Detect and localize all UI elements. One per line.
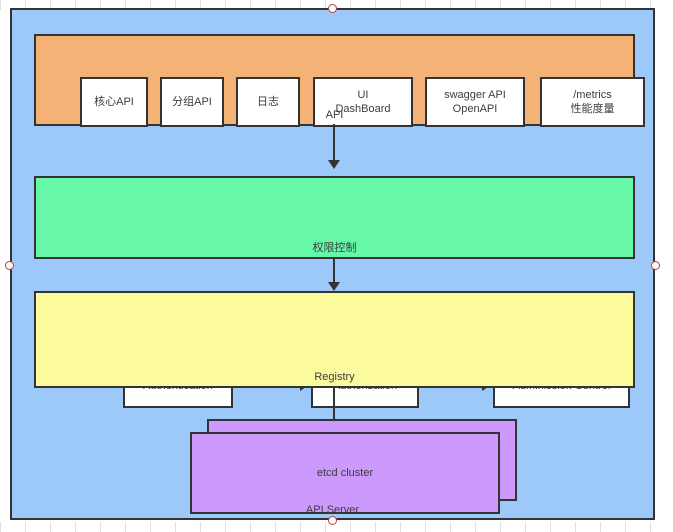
layer-registry-label: Registry [314,371,355,383]
layer-authorization[interactable]: Authentication Authorization Adminission… [34,176,635,408]
ruler-bottom [0,522,673,532]
connector-auth-to-registry-arrow [328,282,340,291]
selection-handle-top[interactable] [328,4,337,13]
api-node-group-api[interactable]: 分组API [160,77,224,127]
selection-handle-right[interactable] [651,261,660,270]
api-server-container[interactable]: 核心API 分组API 日志 UI DashBoard swagger API … [10,8,655,520]
api-server-label: API Server [305,504,360,516]
layer-api-label: API [325,109,344,121]
selection-handle-bottom[interactable] [328,516,337,525]
api-node-metrics[interactable]: /metrics 性能度量 [540,77,645,127]
layer-api[interactable]: 核心API 分组API 日志 UI DashBoard swagger API … [34,34,645,127]
etcd-cluster-front-layer[interactable]: etcd cluster [190,432,500,514]
connector-api-to-auth-line [333,124,335,164]
api-node-swagger-openapi[interactable]: swagger API OpenAPI [425,77,525,127]
api-node-ui-dashboard[interactable]: UI DashBoard [313,77,413,127]
connector-auth-to-registry-line [333,257,335,289]
connector-registry-to-etcd-line [333,386,335,432]
api-node-logs[interactable]: 日志 [236,77,300,127]
api-node-core-api[interactable]: 核心API [80,77,148,127]
ruler-top [0,0,673,10]
layer-registry[interactable]: Pod ... Service Core Registry apps ... .… [34,291,635,388]
connector-api-to-auth-arrow [328,160,340,169]
selection-handle-left[interactable] [5,261,14,270]
layer-authorization-label: 权限控制 [312,242,357,254]
